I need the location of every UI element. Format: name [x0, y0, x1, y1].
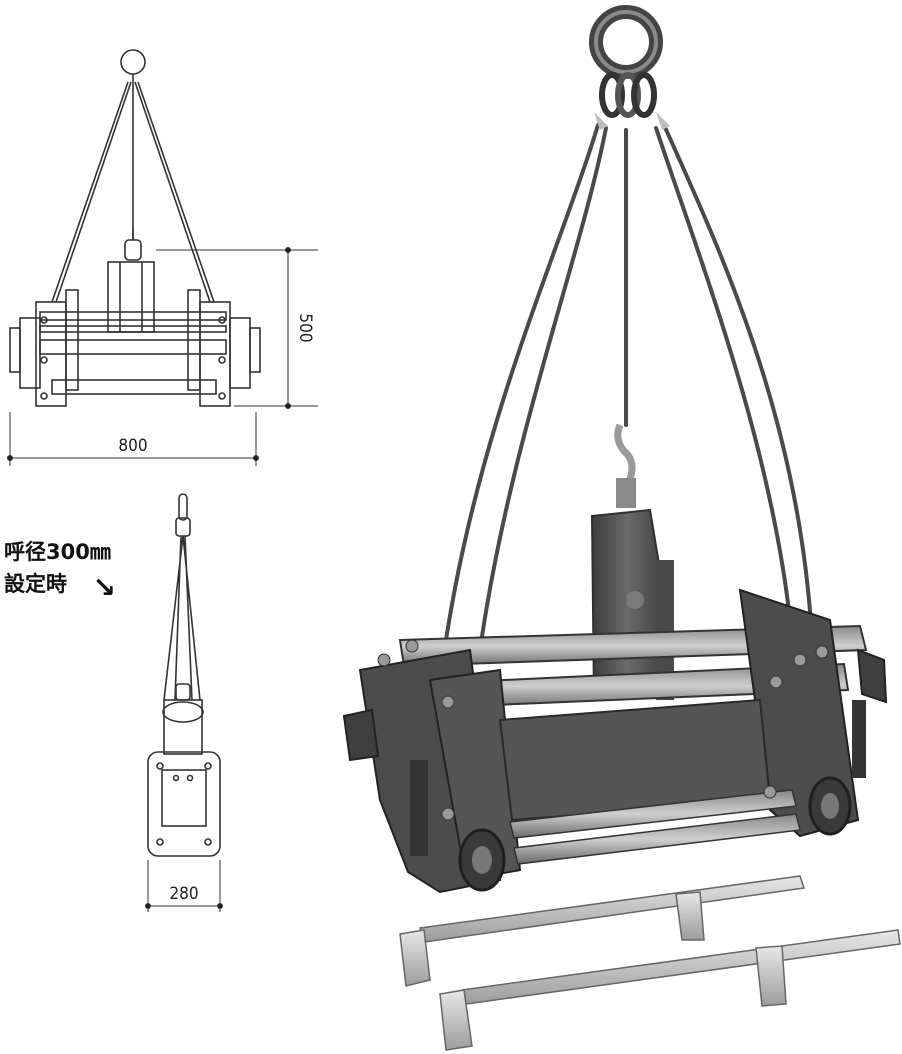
accessory-arm-upper	[399, 875, 805, 987]
note-arrow-icon: ↘	[92, 571, 116, 604]
wire-ropes	[444, 123, 814, 652]
note-line-2: 設定時	[4, 572, 67, 596]
setting-note: 呼径300㎜ 設定時 ↘	[4, 538, 116, 604]
side-width-dimension-label: 280	[169, 884, 198, 904]
front-rope-right	[134, 81, 215, 303]
note-line-1: 呼径300㎜	[4, 540, 111, 564]
accessory-arm-lower	[439, 929, 901, 1051]
height-dimension-label: 500	[295, 313, 315, 342]
center-post	[590, 508, 664, 702]
width-dimension-label: 800	[118, 436, 147, 456]
side-view-body	[147, 751, 221, 857]
front-rope-left	[51, 81, 132, 303]
